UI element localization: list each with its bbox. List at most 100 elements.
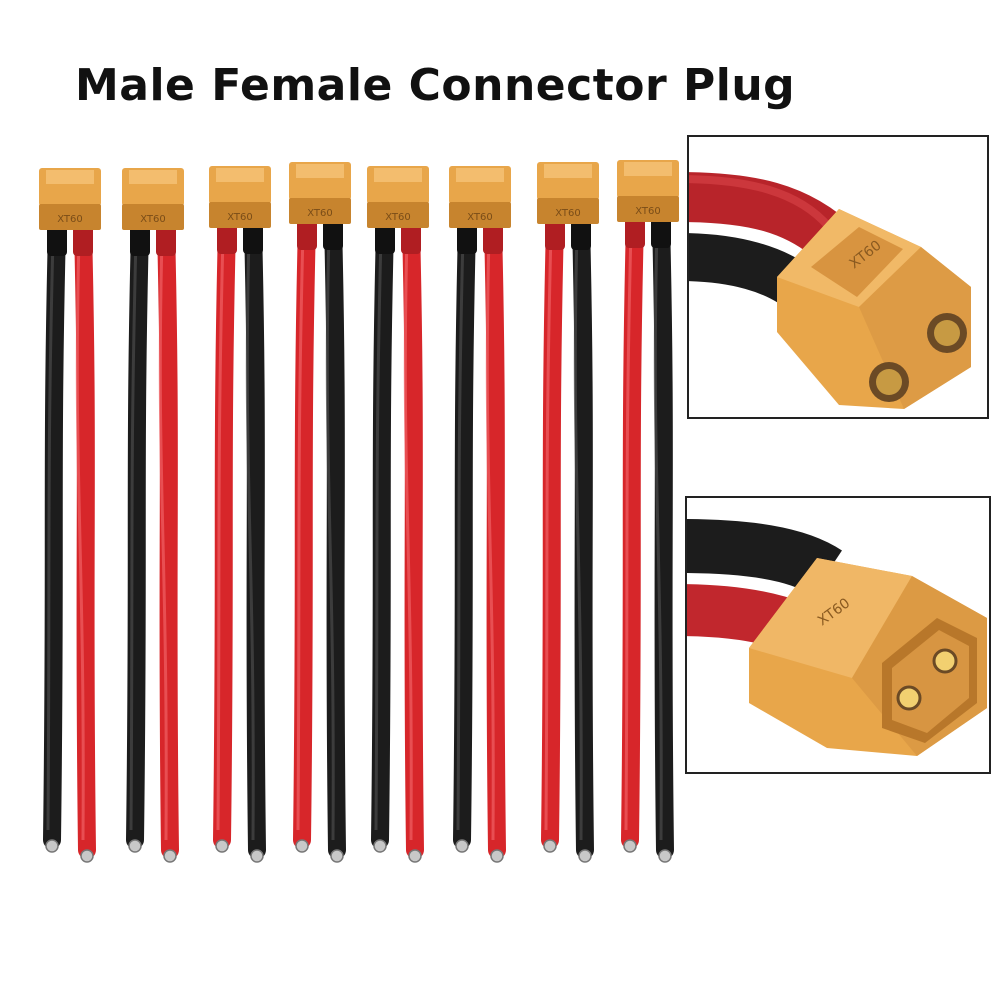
female-connector-closeup: XT60 [687,135,989,419]
black-wire [244,217,266,859]
wire-terminal-tip [543,839,557,853]
wire-highlight [296,231,305,831]
cable-assembly: XT60 [537,162,599,863]
black-wire [453,217,476,849]
connector-marking-text: XT60 [307,208,333,219]
connector-flange [449,202,511,228]
connector-flange [537,198,599,224]
wire-terminal-tip [45,839,59,853]
heat-shrink-sleeve [297,220,317,250]
wire-terminal-tip [623,839,637,853]
wire-terminal-tip [455,839,469,853]
red-wire [541,213,564,849]
black-wire [652,211,674,859]
heat-shrink-sleeve [625,218,645,248]
heat-shrink-sleeve [651,218,671,248]
heat-shrink-sleeve [156,226,176,256]
red-wire [402,217,424,859]
heat-shrink-sleeve [47,226,67,256]
wire-terminal-tip [578,849,592,863]
red-wire [484,217,506,859]
connector-marking-text: XT60 [140,214,166,225]
cable-assembly: XT60 [617,160,679,863]
wire-highlight [245,235,255,841]
cable-assembly: XT60 [122,168,184,863]
connector-marking-text: XT60 [467,212,493,223]
heat-shrink-sleeve [571,220,591,250]
connector-top-face [296,164,344,178]
heat-shrink-sleeve [243,224,263,254]
wire-terminal-tip [490,849,504,863]
heat-shrink-sleeve [457,224,477,254]
wire-highlight [216,235,225,831]
wire-highlight [653,229,663,841]
black-wire [126,219,149,849]
wire-terminal-tip [128,839,142,853]
female-connector-image: XT60 [689,172,971,409]
connector-flange [122,204,184,230]
cable-assembly: XT60 [449,166,511,863]
wire-terminal-tip [658,849,672,863]
connector-top-face [129,170,177,184]
heat-shrink-sleeve [545,220,565,250]
connector-top-face [374,168,422,182]
male-connector-body [749,558,987,756]
connector-top-face [46,170,94,184]
wire-terminal-tip [215,839,229,853]
wire-terminal-tip [408,849,422,863]
female-connector-body [777,209,971,409]
heat-shrink-sleeve [73,226,93,256]
connector-marking-text: XT60 [385,212,411,223]
wire-terminal-tip [330,849,344,863]
connector-marking-text: XT60 [635,206,661,217]
connector-flange [289,198,351,224]
connector-top-face [624,162,672,176]
cable-assembly: XT60 [209,166,271,863]
wire-terminal-tip [295,839,309,853]
wire-highlight [485,235,495,841]
connector-top-face [544,164,592,178]
connector-top-face [456,168,504,182]
heat-shrink-sleeve [401,224,421,254]
wire-highlight [75,237,85,841]
wire-highlight [158,237,168,841]
wire-terminal-tip [163,849,177,863]
heat-shrink-sleeve [375,224,395,254]
wire-terminal-tip [80,849,94,863]
male-connector-image: XT60 [687,519,987,756]
male-connector-closeup: XT60 [685,496,991,774]
cable-assembly: XT60 [39,168,101,863]
wire-terminal-tip [373,839,387,853]
red-wire [293,213,316,849]
connector-marking-text: XT60 [227,212,253,223]
connector-marking-text: XT60 [555,208,581,219]
connector-flange [367,202,429,228]
red-wire [213,217,236,849]
red-wire [157,219,179,859]
wire-highlight [544,231,553,831]
cable-assembly: XT60 [289,162,351,863]
wire-highlight [325,231,335,841]
wire-highlight [573,231,583,841]
cable-assembly: XT60 [367,166,429,863]
heat-shrink-sleeve [483,224,503,254]
black-wire [371,217,394,849]
black-wire [43,219,66,849]
heat-shrink-sleeve [323,220,343,250]
wire-highlight [129,237,138,831]
wire-highlight [624,229,633,831]
connector-marking-text: XT60 [57,214,83,225]
black-wire [324,213,346,859]
page-title: Male Female Connector Plug [75,60,796,111]
wire-highlight [46,237,55,831]
connector-flange [209,202,271,228]
heat-shrink-sleeve [130,226,150,256]
black-wire [572,213,594,859]
wire-highlight [403,235,413,841]
connector-top-face [216,168,264,182]
connector-flange [39,204,101,230]
heat-shrink-sleeve [217,224,237,254]
wire-terminal-tip [250,849,264,863]
wire-highlight [374,235,383,831]
